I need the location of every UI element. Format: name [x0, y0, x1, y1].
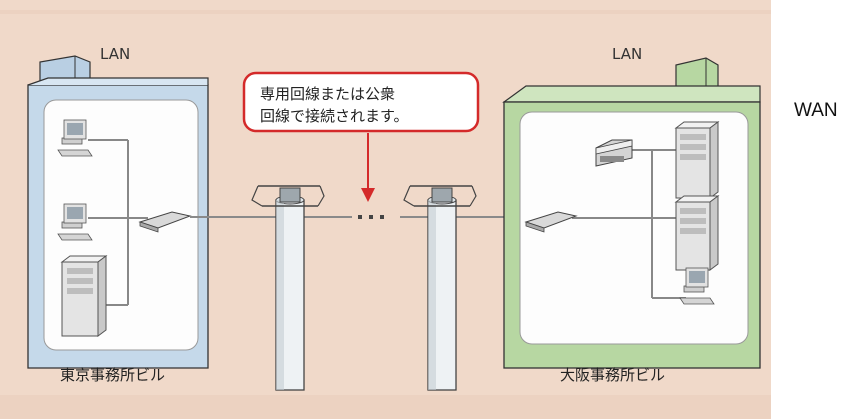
wan-label: WAN	[794, 100, 838, 121]
red-arrow	[361, 133, 375, 202]
server-icon	[60, 255, 108, 337]
router-icon	[524, 211, 578, 233]
callout-box	[242, 71, 480, 133]
pc-icon	[57, 119, 93, 157]
server-icon	[674, 195, 720, 271]
left-lan-label: LAN	[100, 45, 130, 63]
server-icon	[674, 121, 720, 199]
right-building-label: 大阪事務所ビル	[560, 366, 665, 384]
right-utility-pole	[403, 185, 477, 391]
right-building	[502, 57, 761, 369]
callout-line-1: 専用回線または公衆	[260, 85, 395, 103]
diagram-image: LAN 東京事務所ビル	[0, 0, 771, 419]
left-utility-pole	[251, 185, 325, 391]
right-lan-label: LAN	[612, 45, 642, 63]
pc-icon	[57, 203, 93, 241]
callout-line-2: 回線で接続されます。	[260, 107, 409, 125]
ellipsis-dots	[358, 215, 384, 219]
printer-icon	[595, 139, 633, 167]
pc-icon	[679, 267, 715, 305]
left-building-label: 東京事務所ビル	[60, 366, 165, 384]
left-building	[27, 55, 209, 369]
